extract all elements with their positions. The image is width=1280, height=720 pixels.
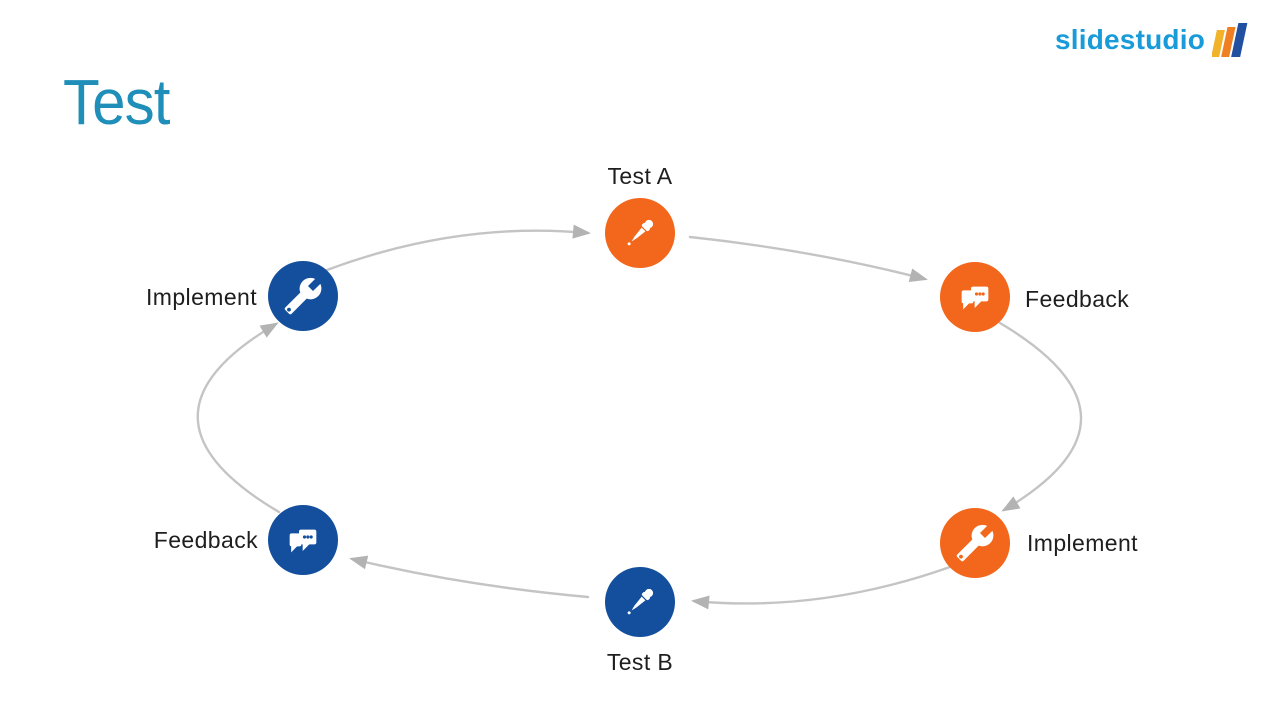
chat-bubbles-icon (289, 529, 317, 553)
node-label: Feedback (153, 527, 258, 553)
logo-text: slidestudio (1055, 24, 1205, 55)
arrow-feedback-right-to-implement (998, 321, 1083, 512)
node-circle (605, 198, 675, 268)
node-label: Implement (146, 284, 257, 310)
node-label: Implement (1027, 530, 1138, 556)
arrow-implement-left-to-test-a (325, 224, 591, 272)
node-circle (605, 567, 675, 637)
logo: slidestudio (1055, 20, 1250, 60)
chat-bubbles-icon (961, 286, 989, 310)
node-label: Test B (606, 649, 674, 675)
arrow-feedback-left-to-implement (196, 322, 281, 514)
node-label: Test A (607, 163, 673, 189)
eyedropper-icon (627, 588, 654, 615)
arrow-implement-right-to-test-b (691, 565, 952, 610)
logo-mark-icon (1212, 23, 1248, 57)
slide-title: Test (63, 66, 171, 138)
node-circle (268, 505, 338, 575)
node-circle (940, 262, 1010, 332)
wrench-icon (956, 524, 994, 562)
arrow-test-a-to-feedback-right (688, 235, 928, 283)
eyedropper-icon (627, 219, 654, 246)
wrench-icon (284, 277, 322, 315)
arrow-test-b-to-feedback-left (349, 555, 590, 599)
node-circle (940, 508, 1010, 578)
node-circle (268, 261, 338, 331)
node-label: Feedback (1025, 286, 1130, 312)
